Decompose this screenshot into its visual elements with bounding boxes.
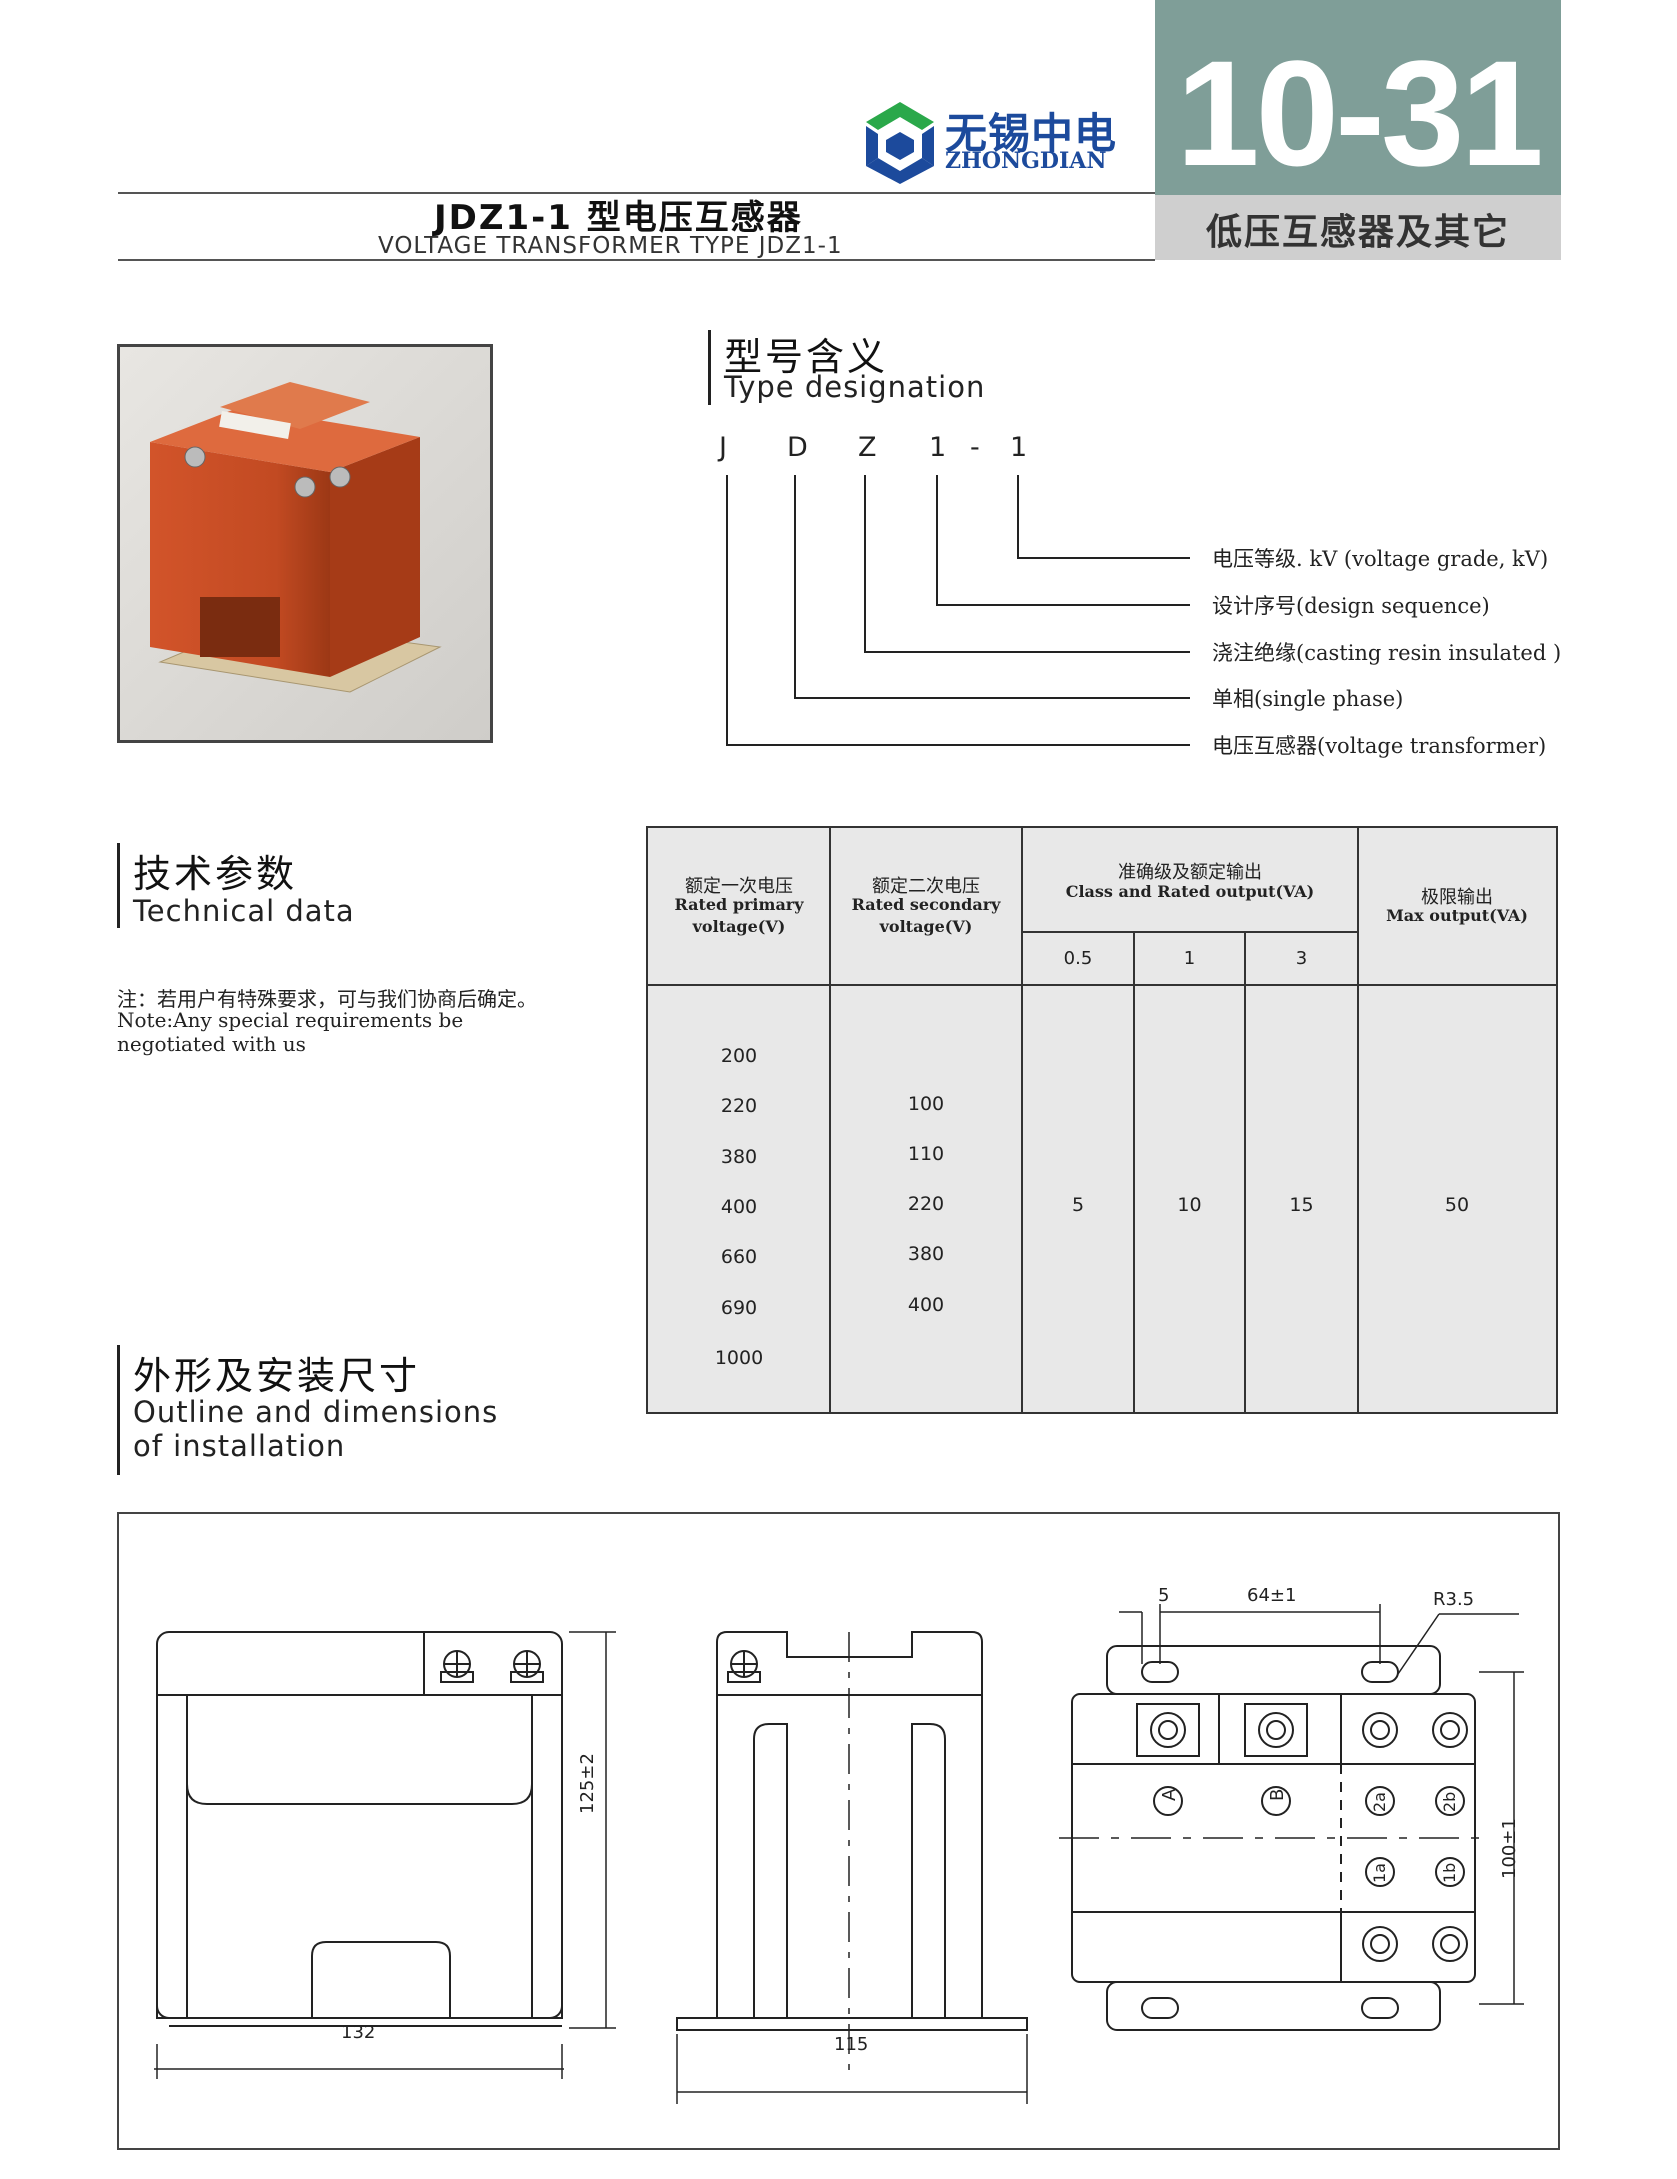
category-label: 低压互感器及其它 — [1205, 212, 1510, 253]
header-secondary-en2: voltage(V) — [879, 917, 973, 936]
category-box — [1155, 195, 1561, 260]
technical-data-heading-cn: 技术参数 — [133, 852, 298, 896]
header-class-0-5: 0.5 — [1063, 948, 1093, 969]
type-digit-voltage: 1 — [1010, 432, 1028, 463]
dim-front-height: 125±2 — [577, 1753, 598, 1814]
secondary-voltage: 220 — [907, 1193, 945, 1215]
note-cn: 注：若用户有特殊要求，可与我们协商后确定。 — [117, 987, 537, 1011]
type-label-design-sequence: 设计序号(design sequence) — [1212, 594, 1490, 618]
type-digit-design: 1 — [929, 432, 947, 463]
secondary-voltage: 400 — [907, 1294, 945, 1316]
side-view-drawing — [676, 1631, 1028, 2074]
type-label-voltage-grade: 电压等级. kV (voltage grade, kV) — [1212, 547, 1549, 571]
secondary-voltage: 380 — [907, 1243, 945, 1265]
primary-voltage: 690 — [720, 1297, 758, 1319]
header-max-cn: 极限输出 — [1421, 887, 1493, 908]
product-photo — [117, 344, 493, 743]
front-view-drawing — [156, 1631, 563, 2027]
primary-voltage: 660 — [720, 1246, 758, 1268]
outline-heading-en-line1: Outline and dimensions — [133, 1395, 499, 1429]
outline-heading-en-line2: of installation — [133, 1429, 346, 1463]
page-title-en: VOLTAGE TRANSFORMER TYPE JDZ1-1 — [378, 233, 843, 259]
terminal-label-2b: 2b — [1440, 1791, 1459, 1812]
logo-text-en: ZHONGDIAN — [945, 148, 1107, 174]
outline-drawing-frame: 132 125±2 115 5 64±1 R3.5 100±1 A B 2a 2… — [117, 1512, 1560, 2150]
technical-data-heading-en: Technical data — [133, 894, 355, 928]
type-designation-heading-cn: 型号含义 — [724, 335, 889, 379]
zhongdian-logo-icon — [866, 102, 934, 184]
terminal-label-1b: 1b — [1440, 1862, 1459, 1883]
page-number-box — [1155, 0, 1561, 195]
secondary-voltage: 110 — [907, 1143, 945, 1165]
note-en-line2: negotiated with us — [117, 1032, 306, 1056]
type-designation-leader-lines — [726, 475, 1190, 746]
secondary-voltage: 100 — [907, 1093, 945, 1115]
header-class-cn: 准确级及额定输出 — [1118, 862, 1262, 883]
header-primary-en2: voltage(V) — [692, 917, 786, 936]
header-max-en: Max output(VA) — [1386, 906, 1528, 925]
type-letter-d: D — [787, 432, 808, 463]
page-title-cn: JDZ1-1 型电压互感器 — [434, 198, 803, 238]
transformer-illustration — [150, 382, 442, 693]
dim-top-spacing: 64±1 — [1247, 1585, 1297, 1606]
technical-data-table: 额定一次电压 Rated primary voltage(V) 额定二次电压 R… — [646, 826, 1558, 1414]
primary-voltage: 1000 — [714, 1347, 764, 1369]
max-output: 50 — [1444, 1194, 1470, 1216]
dim-top-slot: 5 — [1158, 1585, 1170, 1606]
table-grid — [648, 828, 1556, 1412]
primary-voltage: 380 — [720, 1146, 758, 1168]
header-rule-top — [118, 192, 1155, 194]
terminal-label-b: B — [1267, 1788, 1288, 1801]
terminal-label-a: A — [1159, 1788, 1180, 1801]
type-letter-j: J — [719, 432, 727, 463]
class-3-output: 15 — [1289, 1194, 1314, 1216]
header-secondary-cn: 额定二次电压 — [872, 876, 980, 897]
technical-data-bar — [117, 843, 120, 928]
header-class-3: 3 — [1295, 948, 1308, 969]
header-class-1: 1 — [1183, 948, 1196, 969]
outline-bar — [117, 1345, 120, 1475]
outline-heading-cn: 外形及安装尺寸 — [133, 1354, 421, 1398]
header-class-en: Class and Rated output(VA) — [1065, 882, 1315, 901]
type-label-casting-resin: 浇注绝缘(casting resin insulated ) — [1212, 641, 1562, 665]
dim-front-width: 132 — [341, 2022, 376, 2043]
header-secondary-en1: Rated secondary — [851, 895, 1001, 914]
header-primary-cn: 额定一次电压 — [685, 876, 793, 897]
class-0-5-output: 5 — [1071, 1194, 1085, 1216]
terminal-label-1a: 1a — [1370, 1863, 1389, 1883]
type-designation-heading-en: Type designation — [724, 370, 986, 404]
class-1-output: 10 — [1177, 1194, 1202, 1216]
terminal-label-2a: 2a — [1370, 1792, 1389, 1812]
top-view-drawing — [1059, 1645, 1489, 2031]
type-letter-z: Z — [858, 432, 877, 463]
page-number: 10-31 — [1176, 29, 1544, 197]
primary-voltage: 400 — [720, 1196, 758, 1218]
outline-drawings — [154, 1604, 1524, 2104]
dim-top-radius: R3.5 — [1433, 1589, 1475, 1610]
logo-text-cn: 无锡中电 — [945, 109, 1118, 158]
header-rule-bottom — [118, 259, 1155, 261]
dim-top-depth: 100±1 — [1499, 1818, 1520, 1879]
primary-voltage: 220 — [720, 1095, 758, 1117]
note-en-line1: Note:Any special requirements be — [117, 1008, 464, 1032]
header-primary-en1: Rated primary — [674, 895, 804, 914]
type-label-voltage-transformer: 电压互感器(voltage transformer) — [1212, 734, 1547, 758]
type-label-single-phase: 单相(single phase) — [1212, 687, 1404, 711]
primary-voltage: 200 — [720, 1045, 758, 1067]
type-dash: - — [970, 432, 980, 463]
dim-side-width: 115 — [834, 2034, 869, 2055]
type-designation-bar — [708, 330, 711, 405]
